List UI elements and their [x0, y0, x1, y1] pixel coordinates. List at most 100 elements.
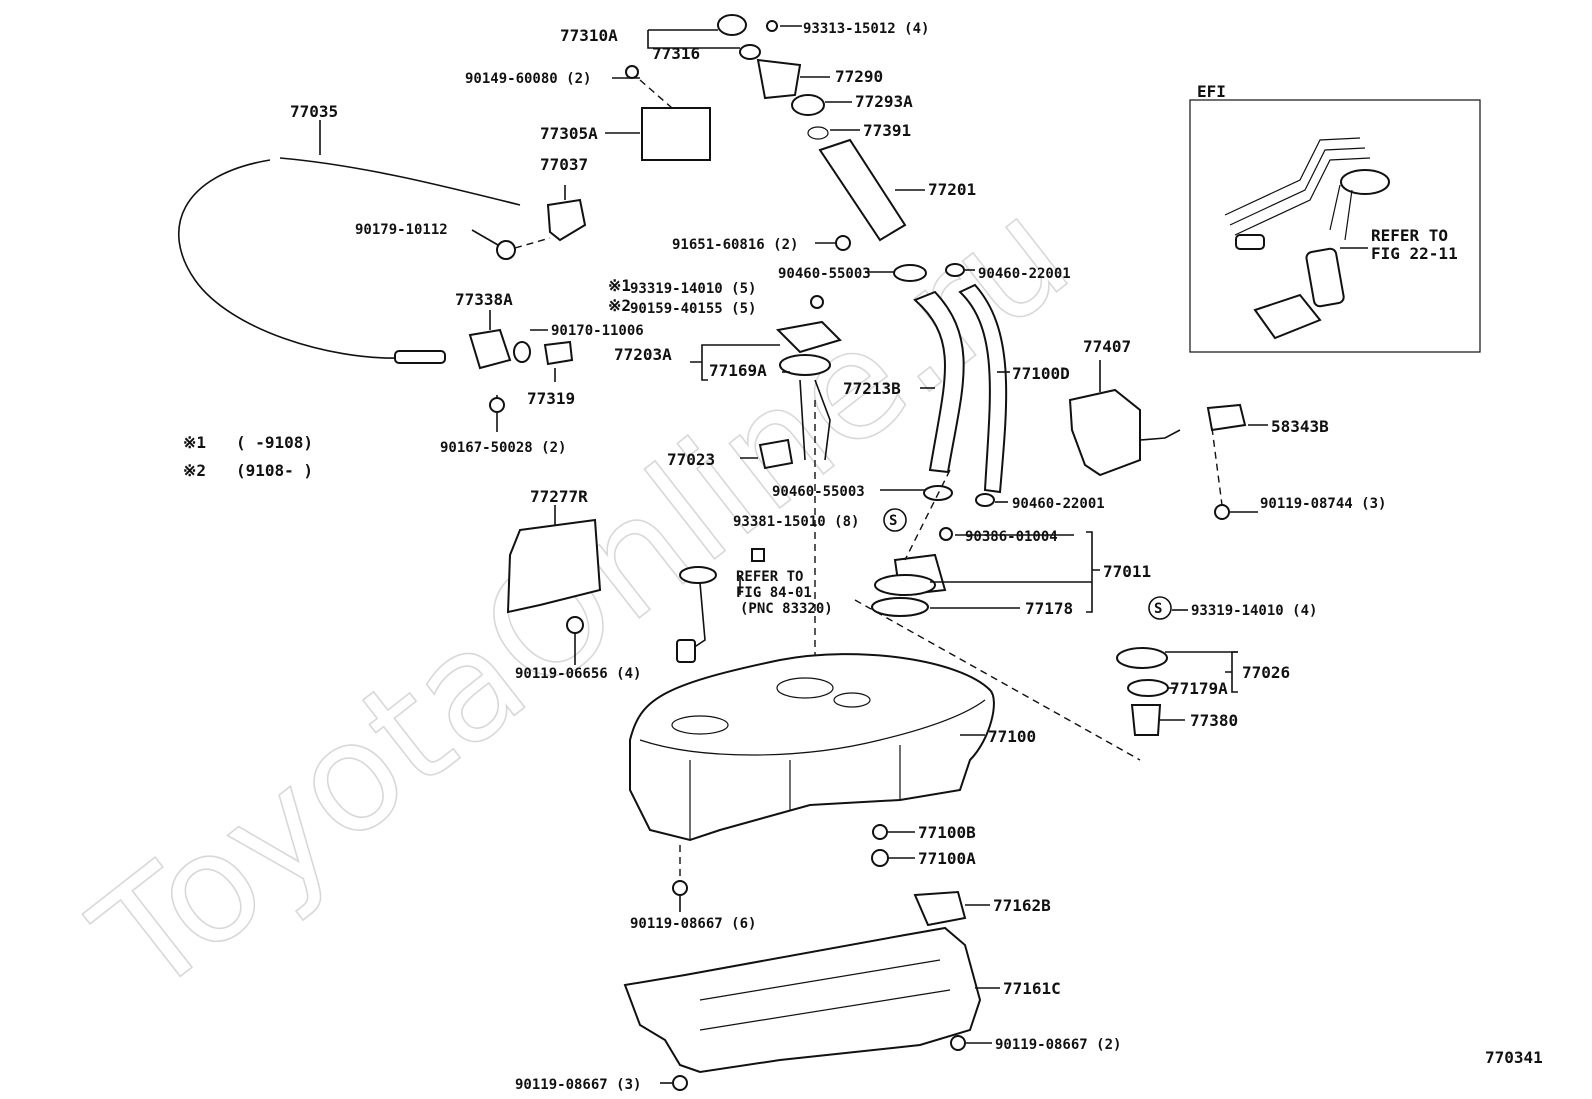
label-77169A: 77169A — [709, 361, 767, 380]
efi-inset-title: EFI — [1197, 82, 1226, 101]
inlet-plate-77290 — [756, 58, 802, 100]
plug-77100B — [872, 824, 888, 840]
label-90386-01004: 90386-01004 — [965, 529, 1058, 545]
label-77100D: 77100D — [1012, 364, 1070, 383]
gasket-77316 — [739, 44, 761, 60]
pump-parts-77026: S — [1116, 596, 1238, 736]
label-93319-14010-5: 93319-14010 (5) — [630, 281, 756, 297]
label-93319-14010-4: 93319-14010 (4) — [1191, 603, 1317, 619]
label-77407: 77407 — [1083, 337, 1131, 356]
clip-90170 — [513, 341, 531, 363]
label-90460-22001-bottom: 90460-22001 — [1012, 496, 1105, 512]
label-90159-40155: 90159-40155 (5) — [630, 301, 756, 317]
refer-fig84-line1: REFER TO — [736, 569, 803, 585]
label-77178: 77178 — [1025, 599, 1073, 618]
label-77305A: 77305A — [540, 124, 598, 143]
bolt-90119-08667-2 — [950, 1035, 966, 1051]
label-77316: 77316 — [652, 44, 700, 63]
bolt-90119-08667-3 — [672, 1075, 688, 1091]
clamp-90460-55003-top — [893, 264, 927, 282]
label-90179-10112: 90179-10112 — [355, 222, 448, 238]
label-77277R: 77277R — [530, 487, 588, 506]
label-mark1: ※1 — [608, 276, 631, 295]
bolt-90386 — [939, 527, 953, 541]
cap-77310A — [717, 14, 747, 36]
refer-fig84-line2: FIG 84-01 — [736, 585, 812, 601]
label-77100: 77100 — [988, 727, 1036, 746]
s-mark-label-1: S — [889, 513, 897, 529]
label-77391: 77391 — [863, 121, 911, 140]
release-cable-77035 — [178, 120, 521, 364]
label-77162B: 77162B — [993, 896, 1051, 915]
bolt-90119-08667-6 — [672, 880, 688, 896]
ring-77179A — [1127, 679, 1169, 697]
s-mark-93319 — [1148, 596, 1172, 620]
screw-90167 — [489, 397, 505, 413]
fuel-cap-group — [625, 14, 907, 242]
label-77203A: 77203A — [614, 345, 672, 364]
label-90149-60080: 90149-60080 (2) — [465, 71, 591, 87]
clamp-90460-22001-bottom — [975, 493, 995, 507]
refer-fig84-line3: (PNC 83320) — [740, 601, 833, 617]
label-90167-50028: 90167-50028 (2) — [440, 440, 566, 456]
label-77319: 77319 — [527, 389, 575, 408]
hoses — [835, 235, 1008, 507]
label-77380: 77380 — [1190, 711, 1238, 730]
inset-refer-line1: REFER TO — [1371, 226, 1448, 245]
cap-77380 — [1130, 704, 1162, 736]
note-1-mark: ※1 — [183, 433, 206, 452]
label-90170-11006: 90170-11006 — [551, 323, 644, 339]
part-labels: 77310A 77316 93313-15012 (4) 90149-60080… — [290, 21, 1386, 1093]
sender-gauge-77203A — [758, 295, 842, 700]
label-77100B: 77100B — [918, 823, 976, 842]
hose-77100D — [958, 283, 1008, 494]
label-90460-22001-top: 90460-22001 — [978, 266, 1071, 282]
bolt-90119-08744 — [1214, 504, 1230, 520]
gauge-assembly-77011: S — [854, 469, 1141, 761]
label-77310A: 77310A — [560, 26, 618, 45]
bracket-77037 — [471, 185, 587, 260]
label-77026: 77026 — [1242, 663, 1290, 682]
label-77213B: 77213B — [843, 379, 901, 398]
note-2-text: (9108- ) — [236, 461, 313, 480]
note-1-text: ( -9108) — [236, 433, 313, 452]
nut-90179 — [496, 240, 516, 260]
fuel-tank-77100 — [629, 653, 995, 912]
label-77023: 77023 — [667, 450, 715, 469]
inset-refer-line2: FIG 22-11 — [1371, 244, 1458, 263]
bolt-77100A — [871, 849, 889, 867]
oring-77391 — [807, 126, 829, 140]
gasket-77178 — [871, 597, 929, 617]
label-77100A: 77100A — [918, 849, 976, 868]
bolt-91651 — [835, 235, 851, 251]
label-77293A: 77293A — [855, 92, 913, 111]
bracket-77162B — [913, 890, 967, 927]
figure-id: 770341 — [1485, 1048, 1543, 1067]
efi-inset: EFI REFER TO FIG 22-11 — [1189, 82, 1481, 353]
s-mark-label-2: S — [1154, 601, 1162, 617]
label-77338A: 77338A — [455, 290, 513, 309]
clamp-77319 — [543, 340, 574, 366]
label-90119-06656: 90119-06656 (4) — [515, 666, 641, 682]
label-77037: 77037 — [540, 155, 588, 174]
protector-77407 — [1068, 360, 1268, 520]
label-77290: 77290 — [835, 67, 883, 86]
skid-plate-77161C — [623, 890, 1000, 1091]
bracket-58343B — [1206, 403, 1247, 432]
note-2-mark: ※2 — [183, 461, 206, 480]
label-90119-08667-6: 90119-08667 (6) — [630, 916, 756, 932]
label-93381-15010: 93381-15010 (8) — [733, 514, 859, 530]
label-91651-60816: 91651-60816 (2) — [672, 237, 798, 253]
label-77011: 77011 — [1103, 562, 1151, 581]
notes: ※1 ( -9108) ※2 (9108- ) — [183, 433, 313, 480]
screw-93319-90159 — [810, 295, 824, 309]
label-90119-08667-3: 90119-08667 (3) — [515, 1077, 641, 1093]
label-90119-08744: 90119-08744 (3) — [1260, 496, 1386, 512]
bracket-77338A — [468, 310, 574, 432]
fuel-sender-unit — [676, 548, 765, 663]
fuel-pump-assembly — [1224, 137, 1390, 340]
s-mark-93381 — [883, 508, 907, 532]
label-90119-08667-2: 90119-08667 (2) — [995, 1037, 1121, 1053]
label-77179A: 77179A — [1170, 679, 1228, 698]
